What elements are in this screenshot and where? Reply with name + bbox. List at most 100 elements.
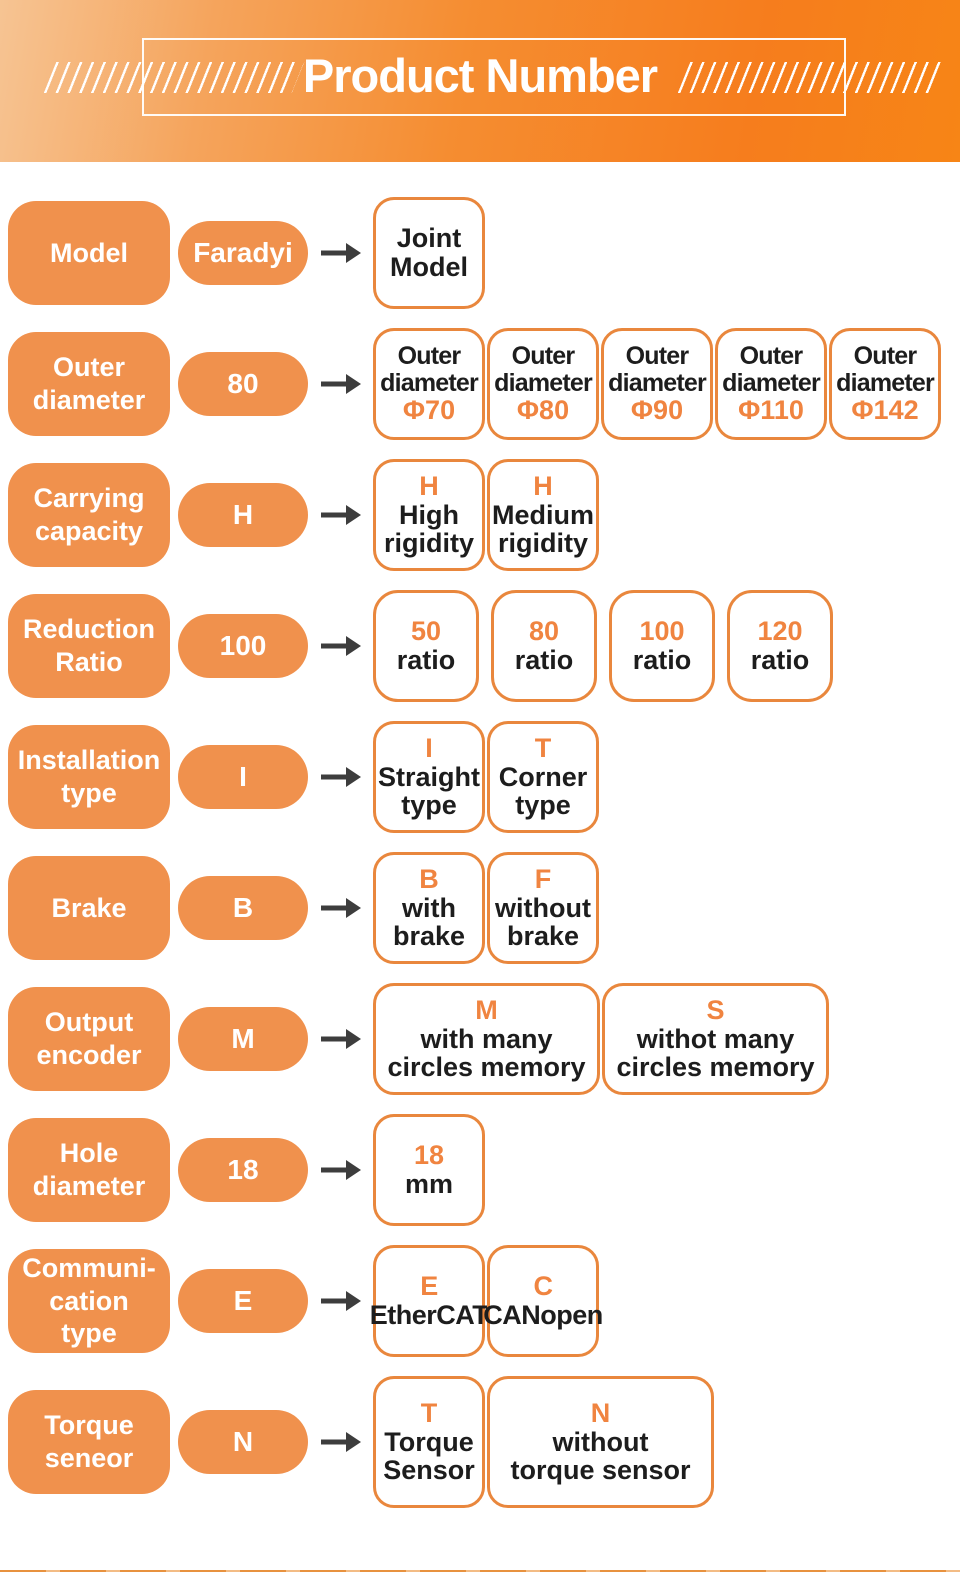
- spec-label-line: type: [61, 1318, 117, 1349]
- option-text-line: mm: [404, 1169, 453, 1199]
- right-arrow-icon: [320, 636, 361, 656]
- option-text-line: diameter: [608, 368, 707, 397]
- arrow-wrap: [308, 502, 373, 528]
- page-title: Product Number: [302, 49, 658, 102]
- option-text-line: Sensor: [383, 1455, 475, 1486]
- bottom-divider: [0, 1570, 960, 1572]
- spec-label-line: seneor: [44, 1443, 134, 1473]
- spec-label-line: Outer: [52, 352, 125, 383]
- option-code-letter: T: [420, 1398, 438, 1429]
- option-code-letter: E: [420, 1271, 438, 1302]
- option-text-line: brake: [506, 921, 580, 952]
- option-code-letter: 18: [413, 1140, 445, 1171]
- option-text-line: ratio: [750, 645, 810, 675]
- option-text-line: without: [552, 1426, 649, 1457]
- option-text-line: Outer: [625, 342, 689, 371]
- option-text-line: with: [402, 892, 456, 923]
- option-text-line: Corner: [498, 761, 588, 792]
- arrow-wrap: [308, 764, 373, 790]
- option-text-line: without: [495, 892, 591, 923]
- option-text-line: circles memory: [616, 1052, 815, 1083]
- option-code-letter: N: [590, 1398, 611, 1429]
- option-text-line: CANopen: [483, 1300, 603, 1330]
- option-code-letter: Φ90: [630, 395, 684, 426]
- option-text-line: Model: [390, 252, 468, 282]
- spec-label-line: Reduction: [23, 614, 155, 645]
- option-text-line: ratio: [632, 645, 692, 675]
- option-text-line: ratio: [514, 645, 574, 675]
- arrow-wrap: [308, 240, 373, 266]
- option-text-line: Outer: [739, 342, 803, 371]
- spec-label-line: capacity: [34, 516, 144, 546]
- spec-code-pill: 100: [178, 614, 308, 678]
- option-text-line: withot many: [636, 1023, 795, 1054]
- spec-label-line: encoder: [36, 1040, 142, 1070]
- option-code-letter: Φ110: [738, 395, 804, 426]
- arrow-wrap: [308, 1026, 373, 1052]
- spec-code-pill: M: [178, 1007, 308, 1071]
- spec-label-line: Installation: [17, 745, 161, 776]
- right-arrow-icon: [320, 898, 361, 918]
- right-arrow-icon: [320, 243, 361, 263]
- option-text-line: with many: [420, 1023, 553, 1054]
- spec-label: Model: [8, 201, 170, 305]
- spec-label-line: Hole: [59, 1138, 119, 1169]
- option-code-letter: S: [706, 995, 725, 1026]
- option-code-letter: 100: [639, 616, 685, 647]
- spec-label-line: Communi-: [22, 1252, 156, 1283]
- spec-label-line: cation: [49, 1285, 129, 1316]
- spec-code-pill: 80: [178, 352, 308, 416]
- spec-code-pill: N: [178, 1410, 308, 1474]
- option-code-letter: 80: [528, 616, 560, 647]
- right-arrow-icon: [320, 505, 361, 525]
- option-text-line: type: [515, 790, 571, 821]
- option-text-line: circles memory: [387, 1052, 586, 1083]
- option-text-line: EtherCAT: [369, 1300, 489, 1330]
- spec-code-pill: E: [178, 1269, 308, 1333]
- spec-code-pill: I: [178, 745, 308, 809]
- spec-label-line: Torque: [44, 1410, 134, 1441]
- right-arrow-icon: [320, 1291, 361, 1311]
- arrow-wrap: [308, 633, 373, 659]
- right-arrow-icon: [320, 1432, 361, 1452]
- spec-label-line: diameter: [32, 1171, 146, 1201]
- arrow-wrap: [308, 895, 373, 921]
- right-arrow-icon: [320, 374, 361, 394]
- arrow-wrap: [308, 1157, 373, 1183]
- option-code-letter: H: [419, 471, 439, 502]
- option-code-letter: Φ80: [516, 395, 570, 426]
- spec-label-line: Carrying: [33, 483, 145, 514]
- option-text-line: diameter: [494, 368, 593, 397]
- option-code-letter: I: [425, 733, 433, 764]
